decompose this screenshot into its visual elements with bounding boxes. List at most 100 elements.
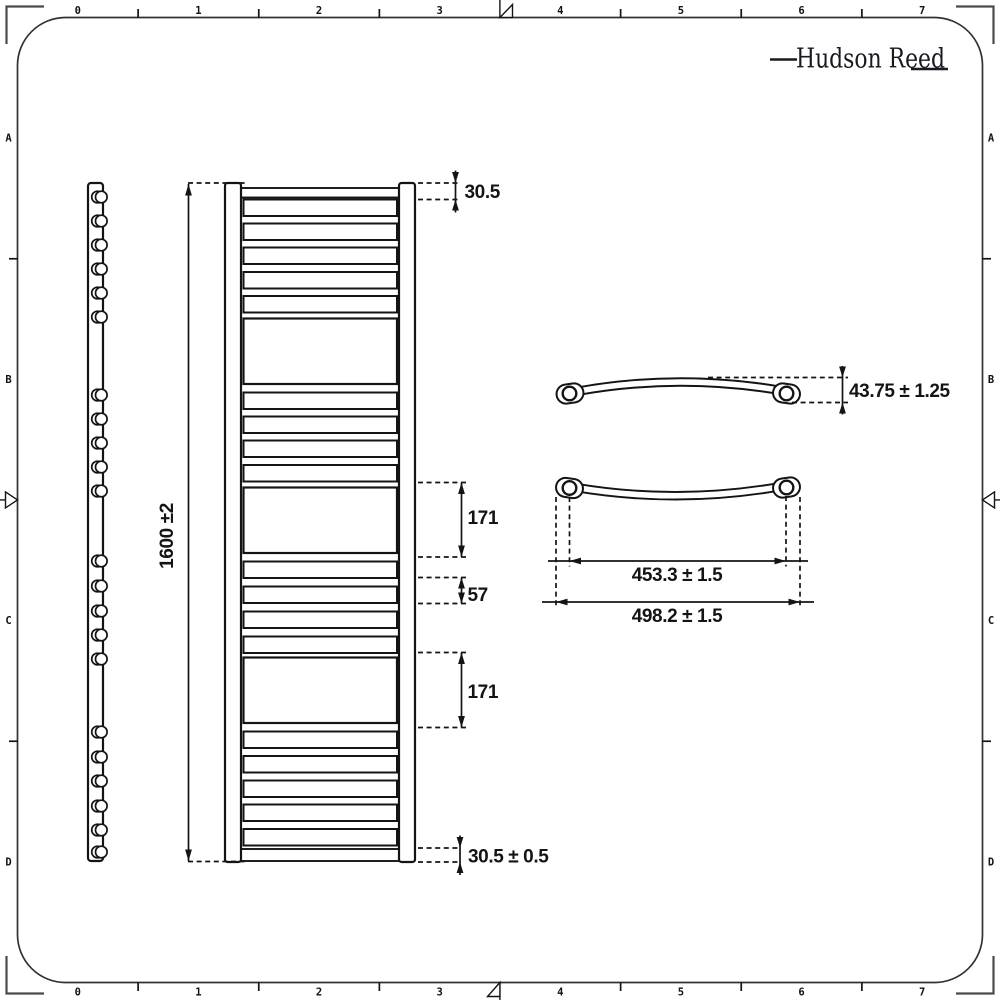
front-rung (242, 585, 398, 604)
rail-tube-fill (575, 379, 782, 395)
front-view-top-connector (240, 187, 400, 199)
arrowhead-up (452, 199, 459, 211)
front-rung (242, 464, 398, 483)
front-rung (242, 295, 398, 314)
front-rung (242, 222, 398, 241)
front-rung (242, 246, 398, 265)
ruler-number-top: 6 (798, 5, 804, 17)
ruler-number-bottom: 0 (75, 987, 81, 999)
label-rung-pitch: 57 (468, 585, 488, 606)
side-joint-front-circle (94, 214, 108, 228)
front-rung (242, 610, 398, 629)
side-joint-front-circle (94, 845, 108, 859)
label-rail-centres-width: 453.3 ± 1.5 (632, 565, 723, 586)
ruler-number-top: 7 (919, 5, 925, 17)
ruler-letter-right: D (988, 856, 994, 868)
corner-marks (5, 5, 995, 995)
dim-rung-pitch (418, 576, 468, 605)
dimension-lines (185, 170, 848, 875)
label-gap-lower: 171 (468, 682, 499, 703)
label-rail-overall-width: 498.2 ± 1.5 (632, 606, 723, 627)
label-gap-upper: 171 (468, 508, 499, 529)
ruler-number-bottom: 6 (798, 987, 804, 999)
front-view-right-tube (397, 181, 417, 864)
side-joint-front-circle (94, 725, 108, 739)
rail-bush-right (778, 479, 795, 496)
rail-tube-fill (575, 483, 782, 499)
side-joint-front-circle (94, 604, 108, 618)
front-rung (242, 198, 398, 217)
ruler-number-top: 5 (678, 5, 684, 17)
side-joint-front-circle (94, 750, 108, 764)
front-panel-section (242, 656, 399, 725)
front-rung (242, 730, 398, 749)
arrowhead-down (185, 849, 192, 861)
dimension-labels: 1600 ±2 30.5 171 57 171 30.5 ± 0.5 43.75… (157, 182, 951, 868)
ruler-number-top: 4 (557, 5, 563, 17)
arrowhead-right (774, 557, 786, 565)
arrowhead-up (458, 577, 465, 589)
front-rung (242, 415, 398, 434)
arrowhead-left (556, 598, 568, 606)
side-joint-front-circle (94, 799, 108, 813)
dim-gap-lower (418, 651, 468, 729)
side-joint-front-circle (94, 436, 108, 450)
side-joint-front-circle (94, 554, 108, 568)
front-rung (242, 779, 398, 798)
dim-rail-overall-width (542, 497, 814, 608)
center-mark-bottom-flag (485, 980, 501, 998)
side-joint-front-circle (94, 484, 108, 498)
side-joint-front-circle (94, 286, 108, 300)
center-mark-left-flag (4, 490, 19, 510)
sheet-frame (16, 16, 984, 984)
label-top-offset: 30.5 (465, 182, 501, 203)
ruler-letter-left: B (5, 374, 11, 386)
arrowhead-up (458, 482, 465, 494)
center-mark-right-flag (981, 490, 996, 510)
rail-bush-right (778, 385, 795, 402)
arrowhead-down (839, 366, 846, 378)
side-joint-front-circle (94, 412, 108, 426)
brand-logo: Hudson Reed (770, 44, 948, 75)
center-mark-top-flag (498, 2, 514, 19)
ruler-letter-right: B (988, 374, 994, 386)
dim-overall-height (185, 182, 247, 863)
arrowhead-down (458, 716, 465, 728)
label-overall-height: 1600 ±2 (157, 503, 178, 569)
front-view-rungs (242, 198, 399, 847)
side-joint-front-circle (94, 628, 108, 642)
dim-rail-bow-depth (708, 366, 848, 415)
ruler-number-top: 2 (316, 5, 322, 17)
side-joint-front-circle (94, 460, 108, 474)
front-rung (242, 803, 398, 822)
ruler-letter-right: A (988, 133, 995, 145)
side-joint-front-circle (94, 823, 108, 837)
front-view-left-tube (223, 181, 243, 864)
arrowhead-down (458, 592, 465, 604)
ruler-letter-left: D (5, 856, 11, 868)
ruler-number-top: 0 (75, 5, 81, 17)
front-rung (242, 391, 398, 410)
front-rung (242, 828, 398, 847)
dim-bottom-offset (418, 835, 464, 875)
ruler-number-bottom: 5 (678, 987, 684, 999)
front-panel-section (242, 317, 399, 386)
ruler-letter-left: A (5, 133, 12, 145)
front-rung (242, 755, 398, 774)
front-rung (242, 635, 398, 654)
dim-rail-centres-width (548, 496, 808, 567)
label-rail-bow-depth: 43.75 ± 1.25 (849, 381, 951, 402)
side-view-rung-joints (90, 190, 108, 859)
arrowhead-left (569, 557, 581, 565)
side-joint-front-circle (94, 190, 108, 204)
front-rung (242, 271, 398, 290)
dim-top-offset (418, 170, 460, 213)
rail-top-view-bowed-up (555, 377, 801, 405)
arrowhead-up (185, 184, 192, 196)
front-rung (242, 560, 398, 579)
arrowhead-down (458, 545, 465, 557)
